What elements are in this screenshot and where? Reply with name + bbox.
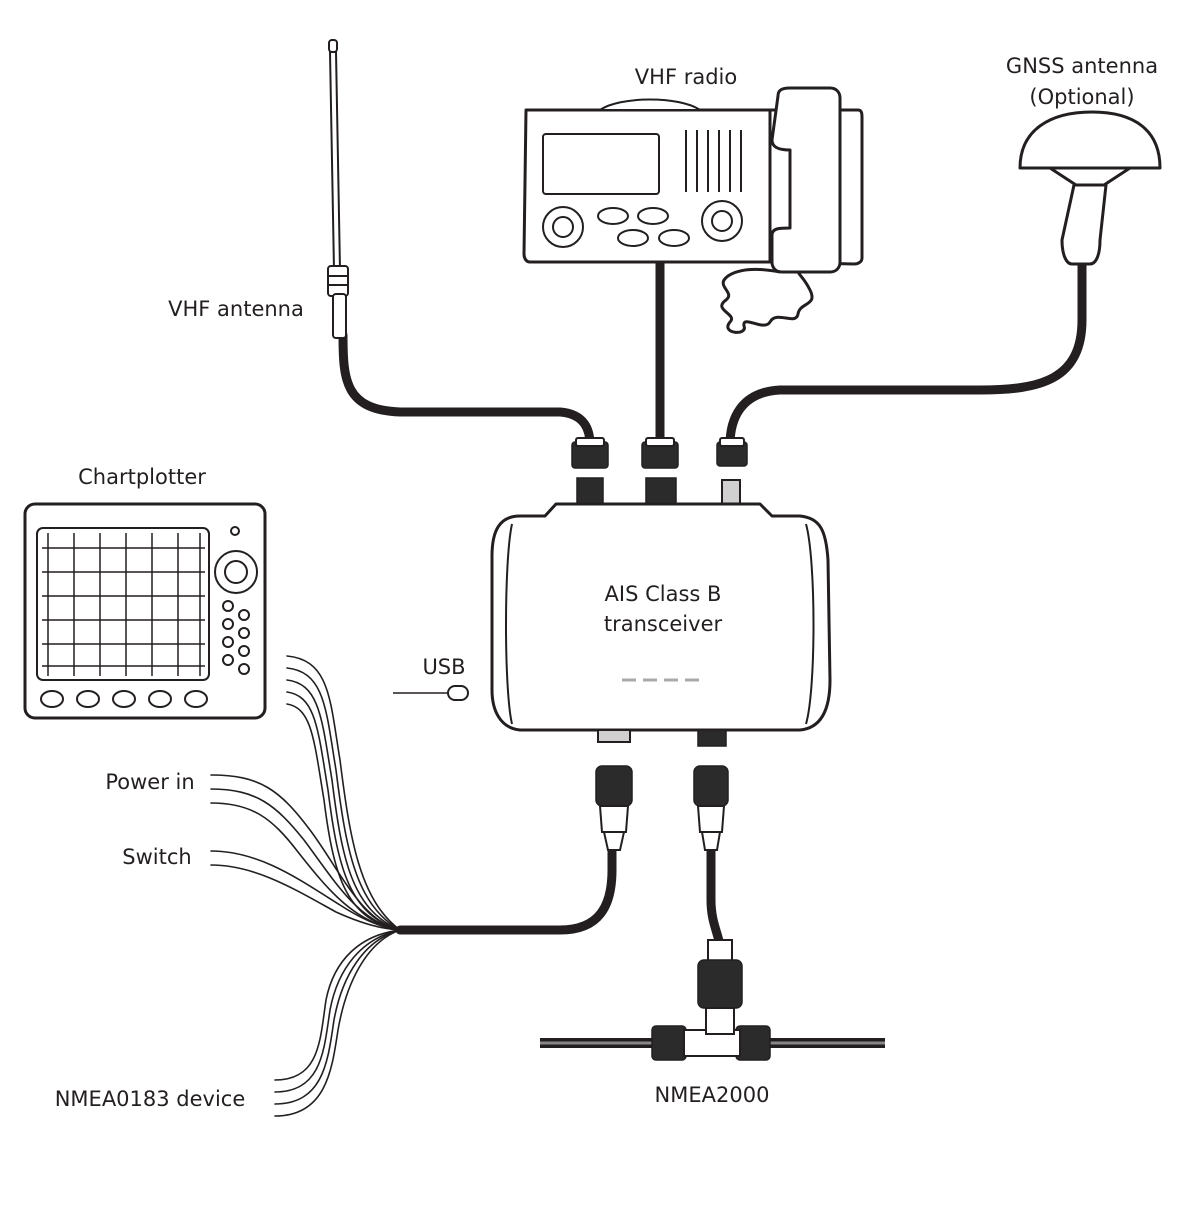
nmea2000-t-connector bbox=[651, 939, 771, 1061]
transceiver-label-line1: AIS Class B bbox=[605, 582, 722, 606]
power-data-connector bbox=[595, 765, 633, 851]
nmea2000-drop-cable bbox=[706, 840, 725, 955]
chartplotter bbox=[23, 502, 267, 720]
top-connectors bbox=[571, 437, 748, 505]
loose-wires bbox=[210, 655, 401, 1117]
gnss-antenna-label: GNSS antenna bbox=[1006, 54, 1158, 78]
vhf-radio bbox=[522, 86, 864, 334]
nmea2000-label: NMEA2000 bbox=[655, 1083, 770, 1107]
switch-label: Switch bbox=[122, 845, 191, 869]
chartplotter-bottom-buttons bbox=[40, 690, 208, 708]
nmea2000-drop-connector bbox=[693, 765, 729, 851]
vhf-antenna-cable bbox=[338, 330, 595, 450]
vhf-radio-display bbox=[542, 133, 660, 195]
ais-transceiver-body bbox=[490, 502, 832, 747]
chartplotter-grid bbox=[42, 533, 205, 676]
transceiver-label-line2: transceiver bbox=[604, 612, 723, 636]
usb-label: USB bbox=[422, 655, 465, 679]
gnss-antenna-cable bbox=[725, 257, 1087, 450]
vhf-radio-label: VHF radio bbox=[635, 65, 737, 89]
power-in-label: Power in bbox=[105, 770, 194, 794]
gnss-antenna-optional-label: (Optional) bbox=[1029, 85, 1134, 109]
vhf-radio-speaker-grille bbox=[685, 130, 742, 192]
chartplotter-label: Chartplotter bbox=[78, 465, 206, 489]
nmea0183-device-label: NMEA0183 device bbox=[55, 1087, 246, 1111]
vhf-antenna bbox=[327, 39, 349, 339]
vhf-antenna-label: VHF antenna bbox=[168, 297, 304, 321]
power-data-cable bbox=[395, 840, 617, 935]
chartplotter-screen bbox=[36, 527, 210, 681]
gnss-antenna bbox=[1018, 110, 1162, 266]
chartplotter-side-buttons bbox=[222, 600, 250, 675]
usb-cable bbox=[393, 685, 469, 701]
